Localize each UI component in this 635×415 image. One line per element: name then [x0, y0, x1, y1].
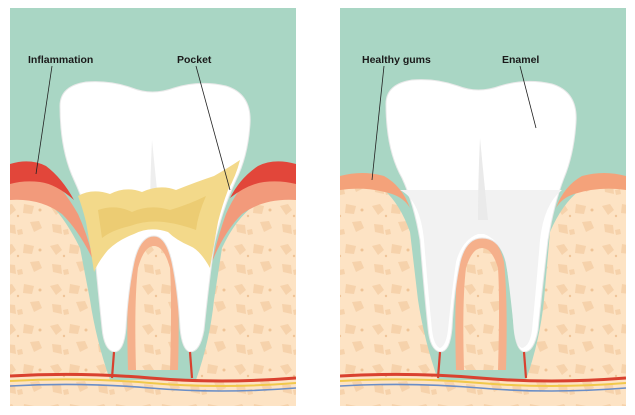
nerve-line: [10, 378, 296, 387]
inflammation-red-right: [230, 161, 296, 198]
nerve-root-right: [522, 351, 528, 379]
blood-vessel: [340, 372, 626, 383]
diseased-panel: [10, 8, 296, 406]
pointer-inflammation: [35, 65, 53, 175]
label-healthy-gums: Healthy gums: [362, 54, 431, 66]
healthy-gum-right: [556, 173, 626, 208]
jaw-bone: [10, 197, 296, 406]
vein-line: [340, 383, 626, 392]
nerve-root-left: [436, 351, 442, 379]
vein-line: [10, 383, 296, 392]
inflammation-red-left: [10, 161, 74, 200]
nerve-root-left: [110, 351, 116, 379]
pointer-pocket: [195, 65, 231, 191]
inflamed-gum-left: [10, 170, 94, 262]
healthy-gum-left: [340, 173, 410, 208]
inflamed-gum-right: [212, 168, 296, 262]
pointer-healthy-gums: [371, 65, 385, 181]
healthy-panel: [340, 8, 626, 406]
jaw-bone: [340, 184, 626, 406]
nerve-line: [340, 378, 626, 387]
pointer-enamel: [519, 65, 537, 129]
label-enamel: Enamel: [502, 54, 539, 66]
label-inflammation: Inflammation: [28, 54, 93, 66]
label-pocket: Pocket: [177, 54, 212, 66]
nerve-root-right: [188, 351, 194, 379]
blood-vessel: [10, 372, 296, 383]
